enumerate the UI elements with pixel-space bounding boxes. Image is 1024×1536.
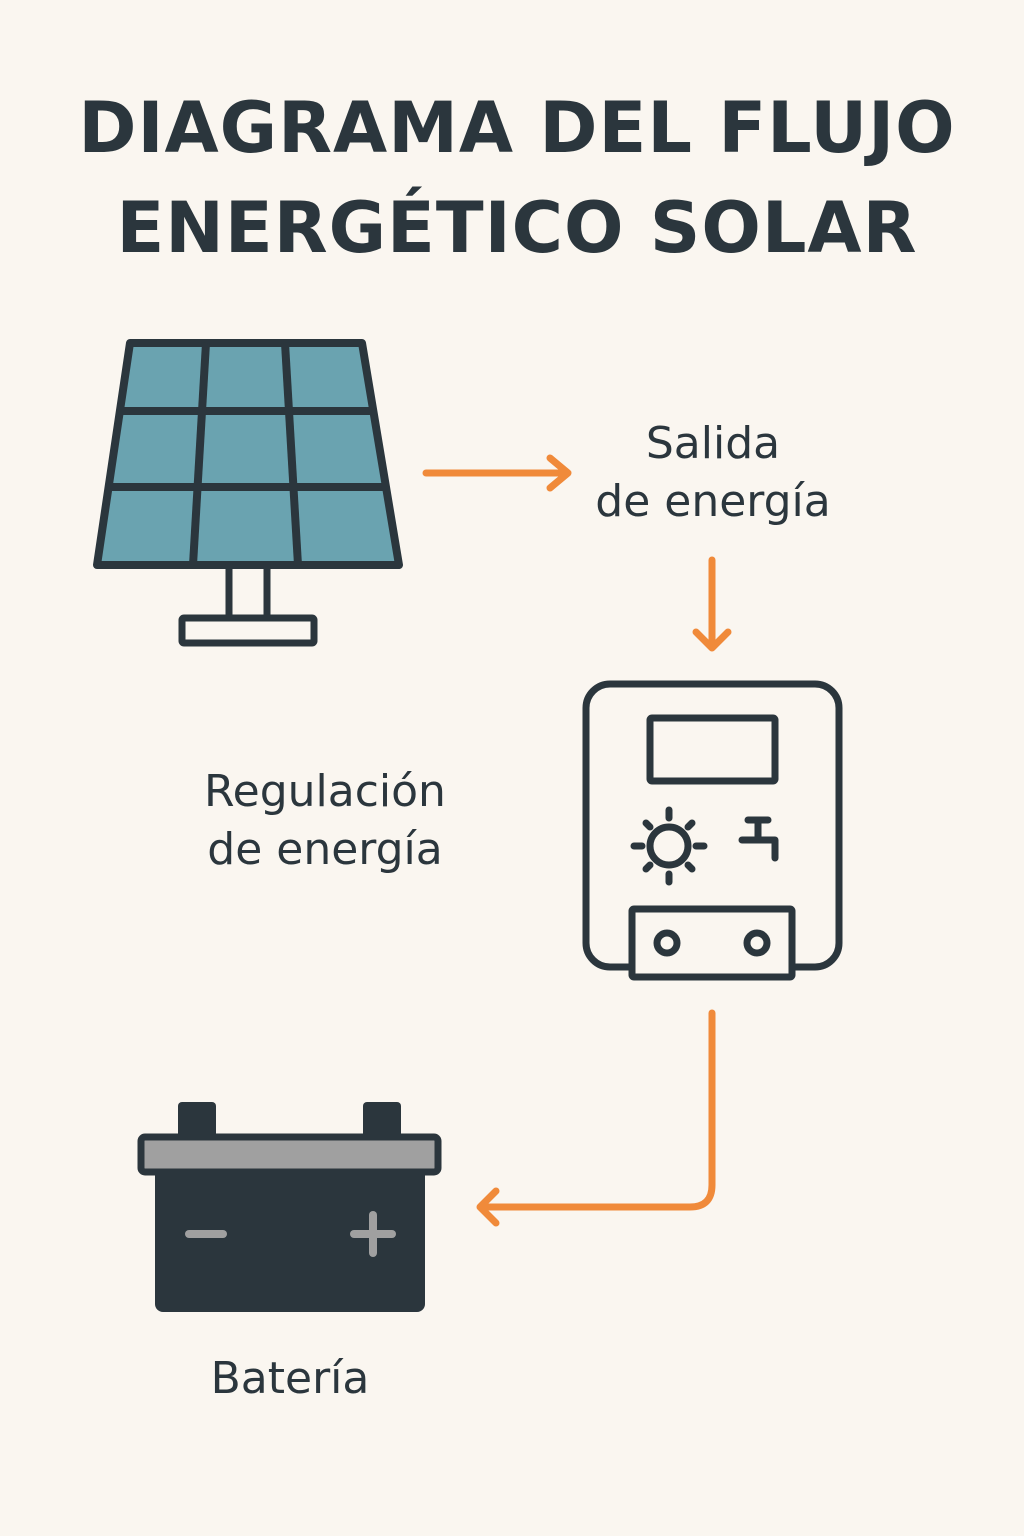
arrow-controller-to-battery (476, 1009, 716, 1227)
arrow-output-to-controller (692, 556, 732, 652)
plus-icon (350, 1211, 396, 1257)
battery-label: Batería (211, 1353, 370, 1404)
charge-controller-icon (582, 680, 843, 981)
title-line-1: DIAGRAMA DEL FLUJO (78, 87, 955, 169)
faucet-icon (738, 816, 779, 862)
output-label-line-1: Salida (646, 418, 780, 469)
output-label-line-2: de energía (595, 476, 830, 527)
solar-panel-icon (93, 339, 403, 647)
title-line-2: ENERGÉTICO SOLAR (116, 187, 917, 269)
battery-icon (137, 1102, 442, 1312)
sun-icon (630, 806, 708, 886)
regulation-label-line-1: Regulación (204, 766, 446, 817)
arrow-panel-to-output (422, 454, 572, 492)
regulation-label-line-2: de energía (207, 824, 442, 875)
